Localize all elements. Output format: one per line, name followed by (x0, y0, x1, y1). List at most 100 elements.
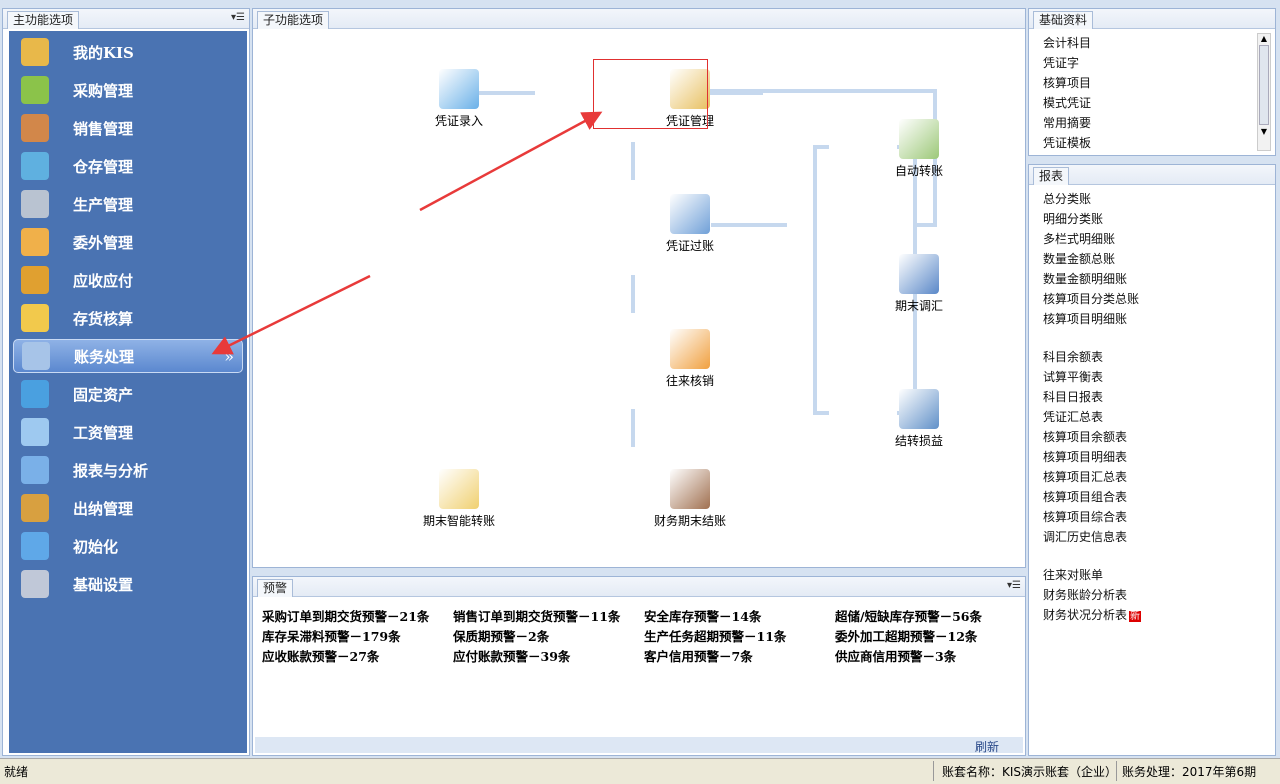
report-link[interactable]: 试算平衡表 (1043, 367, 1141, 387)
warning-item[interactable]: 安全库存预警－14条 (644, 609, 762, 624)
report-link-label: 总分类账 (1043, 192, 1092, 206)
flow-arrow (711, 223, 787, 227)
report-link-label: 数量金额明细账 (1043, 272, 1128, 286)
panel-menu-icon[interactable]: ▾☰ (1007, 580, 1021, 591)
reports-tab[interactable]: 报表 (1033, 167, 1070, 185)
report-link-label: 核算项目组合表 (1043, 490, 1128, 504)
module-icon (21, 152, 49, 180)
report-link-label: 数量金额总账 (1043, 252, 1116, 266)
warning-item[interactable]: 采购订单到期交货预警－21条 (262, 609, 430, 624)
status-account: 账套名称：KIS演示账套（企业） (942, 765, 1118, 779)
report-link[interactable]: 核算项目组合表 (1043, 487, 1141, 507)
basic-data-link[interactable]: 常用摘要 (1043, 116, 1092, 130)
flow-item[interactable]: 凭证录入 (404, 69, 514, 129)
spacer (1043, 547, 1141, 565)
sidebar-item[interactable]: 出纳管理 (13, 491, 243, 525)
flow-item[interactable]: 凭证管理 (635, 69, 745, 129)
sidebar-item[interactable]: 销售管理 (13, 111, 243, 145)
sidebar-item-label: 仓存管理 (73, 157, 134, 176)
sidebar-item[interactable]: 仓存管理 (13, 149, 243, 183)
flow-item-label: 凭证过账 (665, 239, 714, 253)
smart-transfer-icon (439, 469, 479, 509)
report-link[interactable]: 财务状况分析表新 (1043, 605, 1142, 627)
warning-item[interactable]: 保质期预警－2条 (453, 629, 550, 644)
basic-data-tab[interactable]: 基础资料 (1033, 11, 1094, 29)
report-link[interactable]: 核算项目明细账 (1043, 309, 1141, 329)
report-link[interactable]: 科目余额表 (1043, 347, 1141, 367)
period-close-icon (670, 469, 710, 509)
flow-arrow (475, 91, 535, 95)
basic-data-link[interactable]: 会计科目 (1043, 36, 1092, 50)
warning-tab[interactable]: 预警 (257, 579, 294, 597)
sidebar-item[interactable]: 应收应付 (13, 263, 243, 297)
report-link[interactable]: 多栏式明细账 (1043, 229, 1141, 249)
report-link[interactable]: 核算项目综合表 (1043, 507, 1141, 527)
flow-item[interactable]: 期末调汇 (864, 254, 974, 314)
report-link[interactable]: 明细分类账 (1043, 209, 1141, 229)
sidebar-item[interactable]: 我的KIS (13, 35, 243, 69)
warning-item[interactable]: 超储/短缺库存预警－56条 (835, 609, 982, 624)
flow-item-label: 凭证管理 (665, 114, 714, 128)
report-link[interactable]: 核算项目汇总表 (1043, 467, 1141, 487)
flow-item[interactable]: 往来核销 (635, 329, 745, 389)
warning-item[interactable]: 应收账款预警－27条 (262, 649, 380, 664)
basic-data-link[interactable]: 凭证模板 (1043, 136, 1092, 150)
warning-item[interactable]: 应付账款预警－39条 (453, 649, 571, 664)
report-link[interactable]: 核算项目余额表 (1043, 427, 1141, 447)
warning-item[interactable]: 客户信用预警－7条 (644, 649, 753, 664)
warning-item[interactable]: 供应商信用预警－3条 (835, 649, 957, 664)
sidebar-item[interactable]: 生产管理 (13, 187, 243, 221)
basic-data-link[interactable]: 凭证字 (1043, 56, 1080, 70)
sidebar-item[interactable]: 账务处理» (13, 339, 243, 373)
chevron-right-icon: » (224, 346, 234, 366)
sidebar-item-label: 出纳管理 (73, 499, 134, 518)
refresh-bar: 刷新 (255, 737, 1023, 754)
scrollbar[interactable]: ▲ ▼ (1257, 33, 1271, 151)
status-period: 账务处理：2017年第6期 (1122, 765, 1257, 779)
sidebar-item[interactable]: 报表与分析 (13, 453, 243, 487)
report-link[interactable]: 核算项目明细表 (1043, 447, 1141, 467)
warning-item[interactable]: 销售订单到期交货预警－11条 (453, 609, 621, 624)
report-link-label: 科目日报表 (1043, 390, 1104, 404)
sidebar-item[interactable]: 委外管理 (13, 225, 243, 259)
report-link[interactable]: 核算项目分类总账 (1043, 289, 1141, 309)
sub-function-tab[interactable]: 子功能选项 (257, 11, 330, 29)
reports-panel: 报表 总分类账明细分类账多栏式明细账数量金额总账数量金额明细账核算项目分类总账核… (1028, 164, 1276, 756)
report-link[interactable]: 科目日报表 (1043, 387, 1141, 407)
report-link[interactable]: 数量金额总账 (1043, 249, 1141, 269)
sidebar-item[interactable]: 固定资产 (13, 377, 243, 411)
sidebar-item[interactable]: 工资管理 (13, 415, 243, 449)
refresh-link[interactable]: 刷新 (974, 740, 999, 754)
report-link[interactable]: 数量金额明细账 (1043, 269, 1141, 289)
report-link-label: 核算项目余额表 (1043, 430, 1128, 444)
report-link-label: 财务账龄分析表 (1043, 588, 1128, 602)
main-function-tab[interactable]: 主功能选项 (7, 11, 80, 29)
report-link[interactable]: 往来对账单 (1043, 565, 1141, 585)
reports-list: 总分类账明细分类账多栏式明细账数量金额总账数量金额明细账核算项目分类总账核算项目… (1043, 189, 1142, 627)
warning-item[interactable]: 委外加工超期预警－12条 (835, 629, 978, 644)
warning-item[interactable]: 库存呆滞料预警－179条 (262, 629, 401, 644)
module-icon (21, 114, 49, 142)
flow-item[interactable]: 自动转账 (864, 119, 974, 179)
sidebar-item[interactable]: 存货核算 (13, 301, 243, 335)
panel-menu-icon[interactable]: ▾☰ (231, 12, 245, 23)
report-link[interactable]: 凭证汇总表 (1043, 407, 1141, 427)
flow-item[interactable]: 财务期末结账 (650, 469, 730, 529)
report-link[interactable]: 财务账龄分析表 (1043, 585, 1141, 605)
report-link-label: 科目余额表 (1043, 350, 1104, 364)
sidebar-item-label: 工资管理 (73, 423, 134, 442)
sidebar-item[interactable]: 基础设置 (13, 567, 243, 601)
warning-item[interactable]: 生产任务超期预警－11条 (644, 629, 787, 644)
report-link[interactable]: 总分类账 (1043, 189, 1141, 209)
module-icon (22, 342, 50, 370)
sidebar-item[interactable]: 采购管理 (13, 73, 243, 107)
basic-data-link[interactable]: 核算项目 (1043, 76, 1092, 90)
voucher-manage-icon (670, 69, 710, 109)
flow-item[interactable]: 凭证过账 (635, 194, 745, 254)
report-link[interactable]: 调汇历史信息表 (1043, 527, 1141, 547)
flow-item[interactable]: 结转损益 (864, 389, 974, 449)
flow-item[interactable]: 期末智能转账 (419, 469, 499, 529)
sidebar-item[interactable]: 初始化 (13, 529, 243, 563)
basic-data-link[interactable]: 模式凭证 (1043, 96, 1092, 110)
status-ready: 就绪 (4, 765, 29, 779)
